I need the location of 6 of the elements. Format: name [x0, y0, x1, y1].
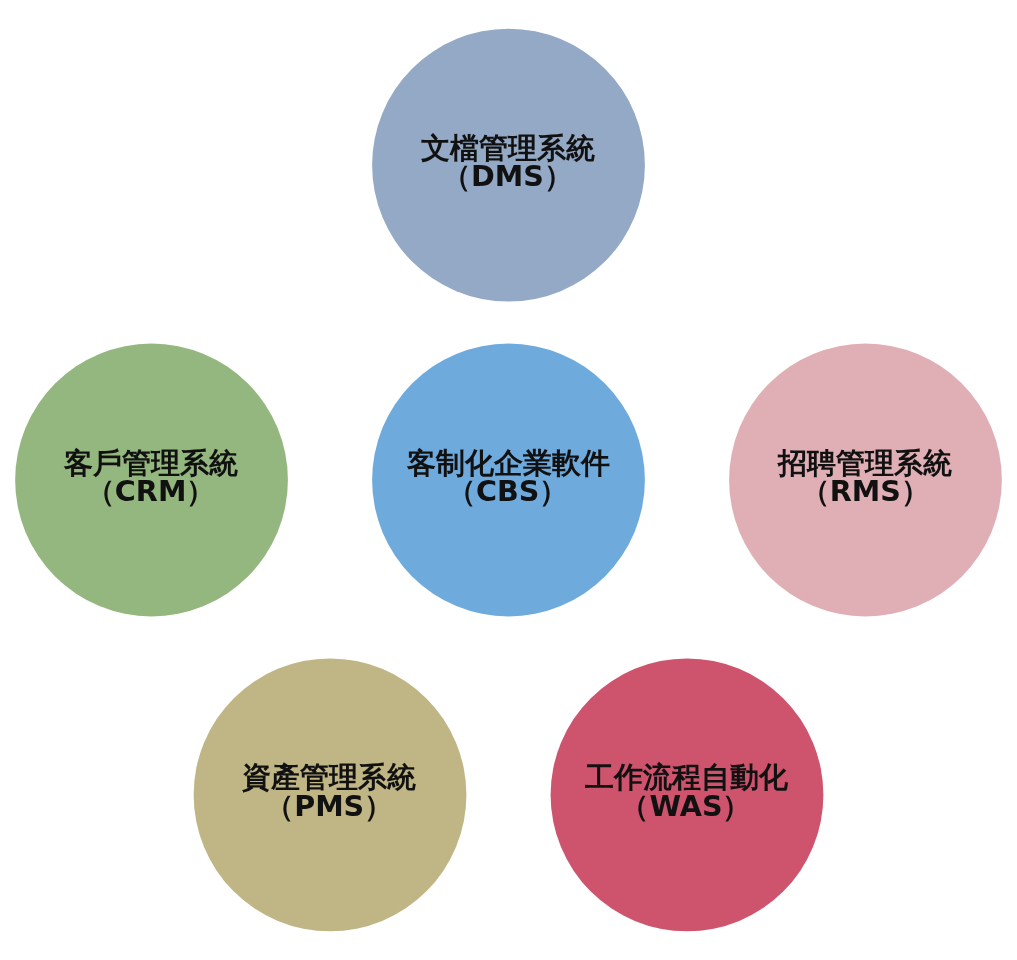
node-circle: 客戶管理系統 （CRM） — [15, 343, 288, 617]
node-circle: 客制化企業軟件 （CBS） — [372, 343, 645, 617]
node-circle: 文檔管理系統 （DMS） — [372, 28, 645, 302]
node-circle: 工作流程自動化 （WAS） — [550, 658, 824, 932]
node-circle: 資產管理系統 （PMS） — [193, 658, 467, 932]
node-circle: 招聘管理系統 （RMS） — [729, 343, 1002, 617]
